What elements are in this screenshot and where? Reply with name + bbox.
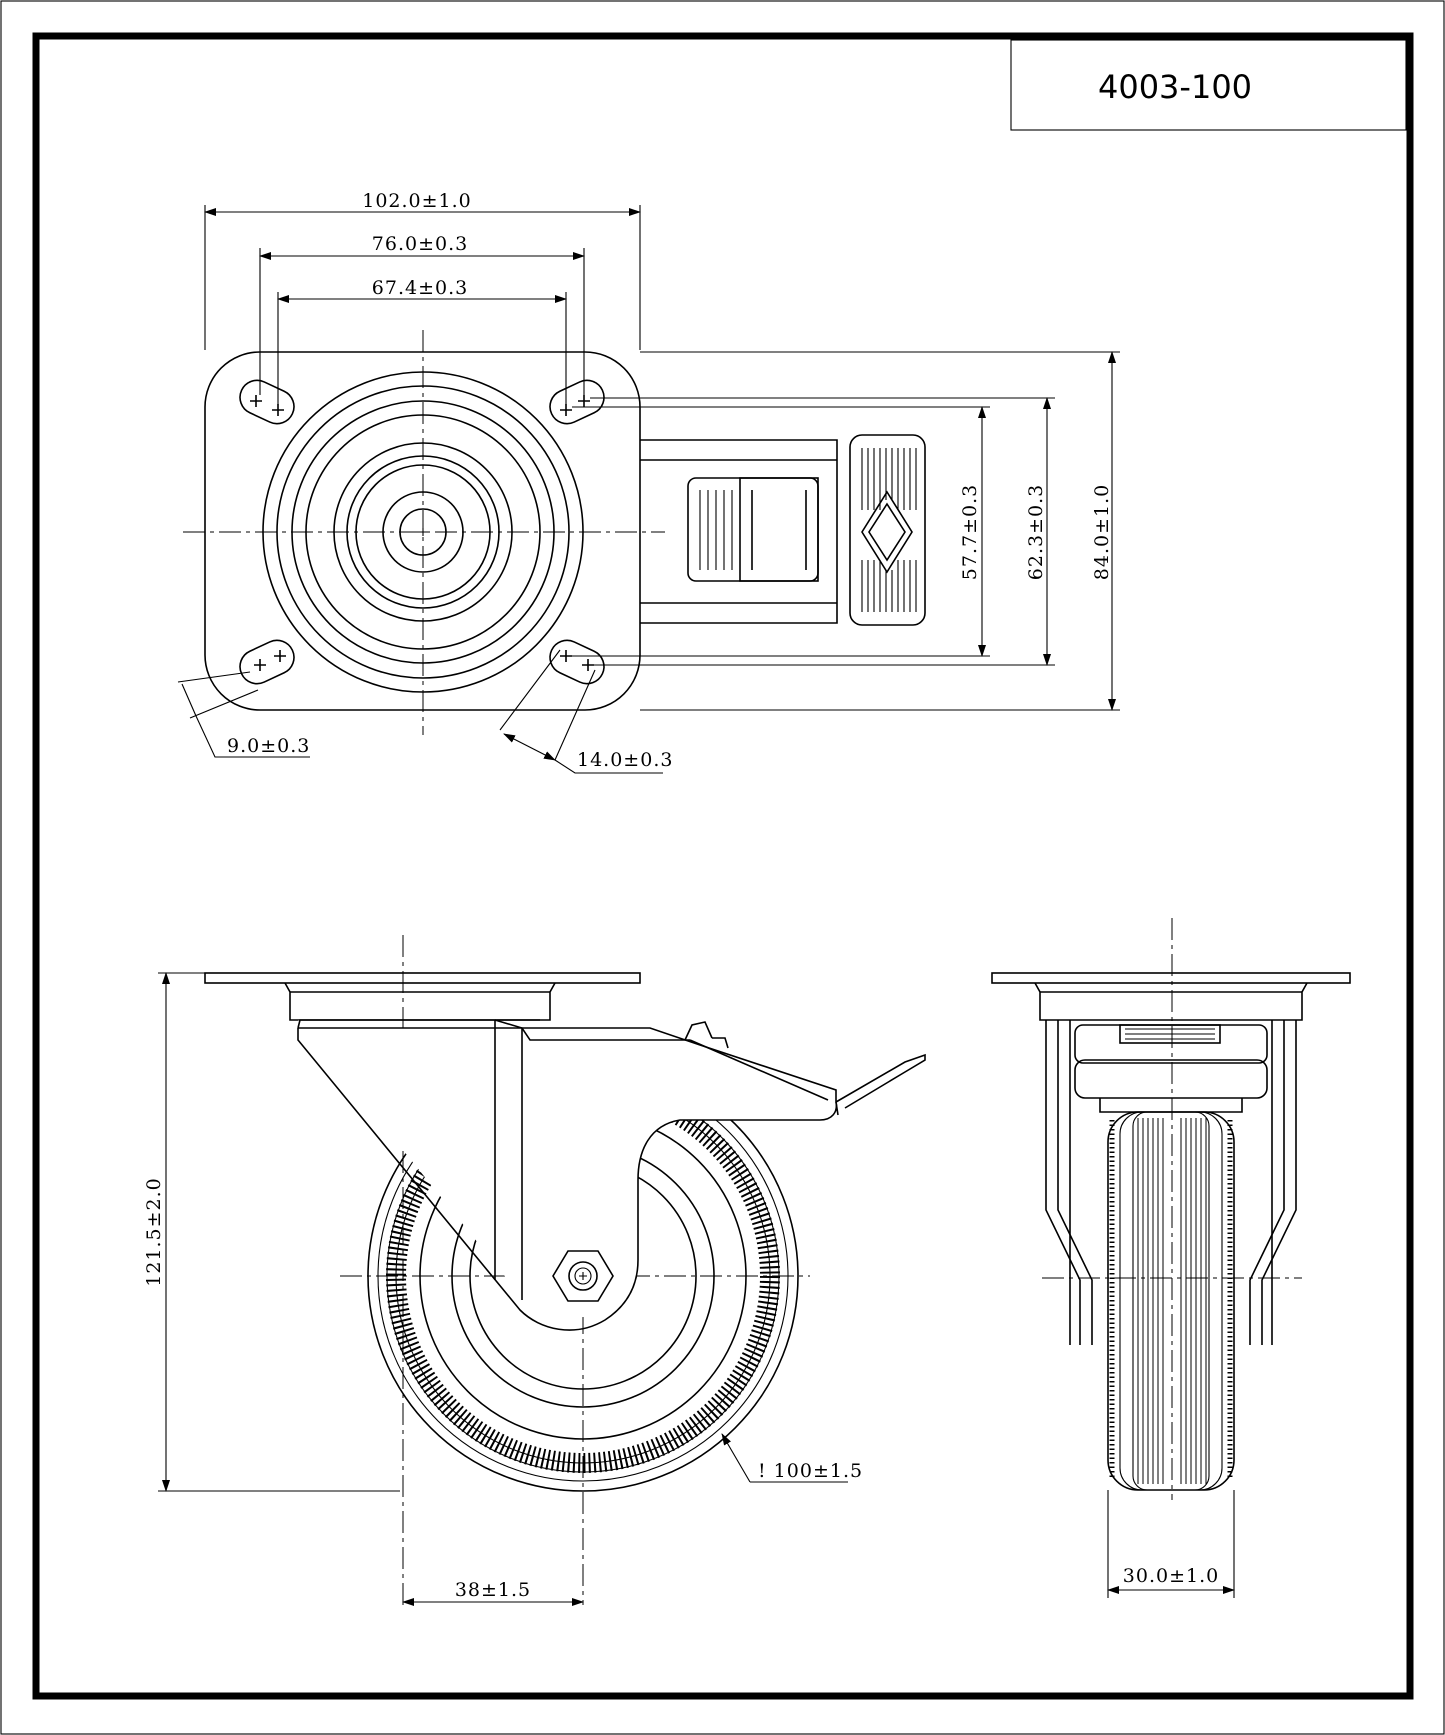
top-view: 102.0±1.0 76.0±0.3 67.4±0.3 57.7±0.3 62.… bbox=[177, 190, 1120, 774]
axle-nut bbox=[552, 1250, 614, 1302]
side-mounting-plate bbox=[204, 972, 641, 984]
svg-text:57.7±0.3: 57.7±0.3 bbox=[959, 484, 981, 580]
dim-offset: 38±1.5 bbox=[402, 1579, 584, 1606]
side-view: 121.5±2.0 ! 100±1.5 38±1.5 bbox=[143, 935, 926, 1606]
svg-text:84.0±1.0: 84.0±1.0 bbox=[1091, 484, 1113, 580]
front-view: 30.0±1.0 bbox=[991, 918, 1351, 1598]
brake-pedal bbox=[849, 434, 926, 626]
svg-text:38±1.5: 38±1.5 bbox=[455, 1579, 531, 1601]
swivel-fork bbox=[297, 1019, 926, 1331]
dim-hole-spacing-inner: 67.4±0.3 bbox=[277, 277, 567, 405]
swivel-rings bbox=[262, 371, 584, 693]
front-mounting-plate bbox=[991, 972, 1351, 984]
svg-text:121.5±2.0: 121.5±2.0 bbox=[143, 1177, 165, 1287]
title-block: 4003-100 bbox=[1010, 39, 1407, 131]
part-number: 4003-100 bbox=[1098, 68, 1252, 106]
svg-text:! 100±1.5: ! 100±1.5 bbox=[758, 1460, 863, 1482]
dim-slot-length: 14.0±0.3 bbox=[499, 649, 673, 774]
drawing-frame bbox=[32, 32, 1414, 1700]
dim-wheel-diameter: ! 100±1.5 bbox=[721, 1433, 863, 1483]
dim-overall-height: 121.5±2.0 bbox=[143, 972, 400, 1492]
dim-plate-length: 84.0±1.0 bbox=[640, 351, 1120, 711]
svg-text:9.0±0.3: 9.0±0.3 bbox=[227, 735, 310, 757]
svg-text:67.4±0.3: 67.4±0.3 bbox=[372, 277, 468, 299]
front-wheel bbox=[1107, 1111, 1235, 1491]
dim-hole-pitch-v-outer: 62.3±0.3 bbox=[590, 397, 1055, 666]
svg-text:30.0±1.0: 30.0±1.0 bbox=[1123, 1565, 1219, 1587]
dim-slot-width: 9.0±0.3 bbox=[177, 671, 310, 758]
front-brake bbox=[1074, 1024, 1268, 1113]
dim-hole-spacing-outer: 76.0±0.3 bbox=[259, 233, 585, 395]
dim-plate-width: 102.0±1.0 bbox=[204, 190, 641, 350]
mounting-plate bbox=[204, 351, 641, 711]
mounting-slots bbox=[239, 379, 605, 685]
brake-housing bbox=[640, 439, 838, 624]
dim-hole-pitch-v-inner: 57.7±0.3 bbox=[572, 406, 990, 657]
dim-wheel-width: 30.0±1.0 bbox=[1107, 1490, 1235, 1598]
svg-text:62.3±0.3: 62.3±0.3 bbox=[1025, 484, 1047, 580]
svg-text:76.0±0.3: 76.0±0.3 bbox=[372, 233, 468, 255]
svg-text:14.0±0.3: 14.0±0.3 bbox=[577, 749, 673, 771]
svg-text:102.0±1.0: 102.0±1.0 bbox=[362, 190, 472, 212]
